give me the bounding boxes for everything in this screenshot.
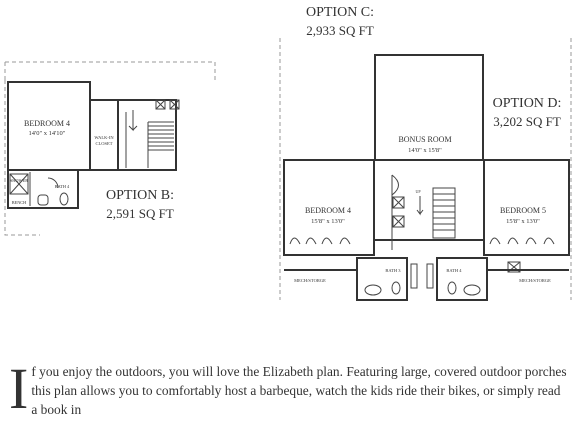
- plan-b-bedroom-name: BEDROOM 4: [24, 119, 70, 128]
- option-b-label: OPTION B:: [105, 188, 175, 203]
- option-d-label: OPTION D:: [492, 96, 562, 111]
- plan-b-vents: [155, 99, 180, 110]
- bath-4-label: BATH 4: [446, 268, 462, 273]
- plan-cd: BONUS ROOM 14'0" x 15'8" BEDROOM 4 15'8"…: [279, 38, 572, 301]
- bath-3-label: BATH 3: [385, 268, 401, 273]
- option-c-label: OPTION C:: [305, 5, 375, 20]
- option-c-sqft: 2,933 SQ FT: [306, 23, 374, 38]
- plan-b-shower: SHOWER: [10, 178, 28, 183]
- plan-b-bath: BATH 4: [55, 184, 70, 189]
- mech-storage-right: MECH/STORGE: [519, 278, 551, 283]
- bedroom-4-name: BEDROOM 4: [305, 206, 351, 215]
- plan-b-closet-line2: CLOSET: [95, 141, 112, 146]
- plan-cd-closets: [289, 237, 555, 245]
- mech-storage-left: MECH/STORGE: [294, 278, 326, 283]
- bonus-room-dims: 14'0" x 15'8": [408, 147, 442, 154]
- plan-b-bedroom-dims: 14'0" x 14'10": [29, 130, 66, 137]
- bedroom-5-dims: 15'8" x 13'0": [506, 218, 540, 225]
- description-text: f you enjoy the outdoors, you will love …: [31, 364, 567, 417]
- plan-b: BEDROOM 4 14'0" x 14'10" WALK-IN CLOSET …: [4, 61, 216, 236]
- bonus-room-name: BONUS ROOM: [398, 135, 451, 144]
- option-d-caption: OPTION D: 3,202 SQ FT: [482, 95, 572, 131]
- option-c-caption: OPTION C: 2,933 SQ FT: [270, 4, 410, 40]
- plan-b-bench: BENCH: [12, 200, 27, 205]
- bedroom-5-name: BEDROOM 5: [500, 206, 546, 215]
- option-d-sqft: 3,202 SQ FT: [493, 114, 561, 129]
- description-dropcap: I: [9, 356, 29, 421]
- option-b-caption: OPTION B: 2,591 SQ FT: [90, 187, 190, 223]
- option-b-sqft: 2,591 SQ FT: [106, 206, 174, 221]
- bedroom-4-dims: 15'8" x 13'0": [311, 218, 345, 225]
- stair-up-label: UP: [415, 189, 421, 194]
- plan-b-closet-line1: WALK-IN: [94, 135, 114, 140]
- plan-b-stairs: [125, 110, 174, 168]
- plan-cd-stairs: [416, 187, 456, 239]
